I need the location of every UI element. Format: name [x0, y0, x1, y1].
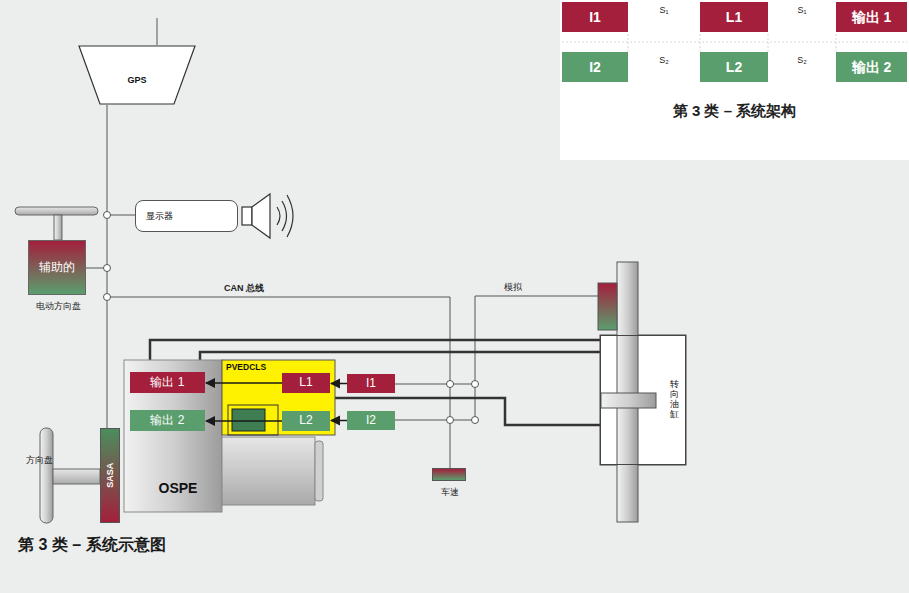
table-cell: S₁: [628, 2, 700, 32]
steering-shaft: [53, 469, 100, 484]
signal-arrow: [206, 382, 282, 384]
node-text: 显示器: [146, 211, 173, 221]
node-text: I1: [366, 377, 376, 391]
wheel-upper: [15, 207, 98, 215]
output-box: 输出 2: [130, 410, 205, 431]
table-cell: I2: [562, 52, 628, 82]
table-rule: [628, 34, 629, 52]
signal-arrow: [206, 420, 282, 422]
table-cell: L2: [700, 52, 768, 82]
node-text: 输出 1: [150, 376, 184, 390]
table-rule: [768, 34, 769, 52]
logic-box: L2: [282, 411, 330, 431]
table-cell: 输出 2: [836, 52, 907, 82]
output-box: 输出 1: [130, 372, 205, 393]
gps-shape: [79, 46, 195, 104]
cylinder-piston: [601, 393, 656, 408]
ospe-unit: 输出 1 输出 2 OSPE: [124, 360, 222, 512]
table-cell: S₁: [768, 2, 836, 32]
table-rule: [836, 34, 837, 52]
signal-label: 模拟: [502, 282, 524, 292]
table-cell: I1: [562, 2, 628, 32]
node-text: PVEDCLS: [226, 363, 266, 373]
table-cell: 输出 1: [836, 2, 907, 32]
node-text: I2: [366, 414, 376, 428]
pvedcls-housing: [222, 360, 335, 435]
position-sensor: [598, 283, 617, 330]
signal-arrow: [331, 420, 347, 422]
table-rule: [700, 34, 701, 52]
logic-box: L1: [282, 373, 330, 393]
part-caption: 电动方向盘: [33, 301, 83, 311]
table-cell: L1: [700, 2, 768, 32]
table-rule: [562, 42, 907, 43]
table-caption: 第 3 类 – 系统架构: [562, 96, 907, 126]
node-text: L1: [299, 376, 312, 390]
node-text: SASA: [105, 463, 115, 488]
diagram-title: 第 3 类 – 系统示意图: [18, 536, 166, 554]
motor-body: [222, 437, 315, 505]
display-box: 显示器: [135, 200, 238, 232]
input-box: I1: [347, 374, 395, 393]
gps-receiver: GPS: [78, 45, 196, 105]
sasa-sensor: SASA: [100, 428, 120, 523]
motor-cap: [315, 441, 323, 501]
input-box: I2: [347, 411, 395, 430]
node-text: L2: [299, 414, 312, 428]
node-text: 辅助的: [39, 261, 75, 275]
part-label: 方向盘: [26, 455, 35, 465]
node-text: 输出 2: [150, 414, 184, 428]
part-caption: 车速: [425, 487, 475, 497]
table-cell: S₂: [628, 52, 700, 82]
node-text: GPS: [127, 75, 146, 85]
valve-block: [232, 409, 265, 431]
junction-dots: [104, 212, 479, 424]
valve-frame: [228, 405, 278, 435]
speaker-icon: [242, 194, 293, 238]
pvedcls-unit: L1L2 PVEDCLS: [222, 360, 335, 435]
speed-sensor: 车速: [432, 468, 466, 481]
bus-label: CAN 总线: [222, 283, 266, 293]
steering-cylinder: 转向油缸: [600, 335, 686, 465]
table-panel: [560, 0, 909, 160]
cylinder-body: [600, 335, 686, 465]
signal-arrow: [331, 383, 347, 385]
table-cell: S₂: [768, 52, 836, 82]
wheel-column: [54, 215, 62, 240]
node-text: OSPE: [159, 480, 198, 496]
cylinder-rod: [617, 262, 638, 522]
steering-wheel-rim: [40, 428, 53, 523]
node-text: 转向油缸: [670, 380, 679, 420]
assist-wheel-box: 辅助的电动方向盘: [28, 240, 86, 295]
